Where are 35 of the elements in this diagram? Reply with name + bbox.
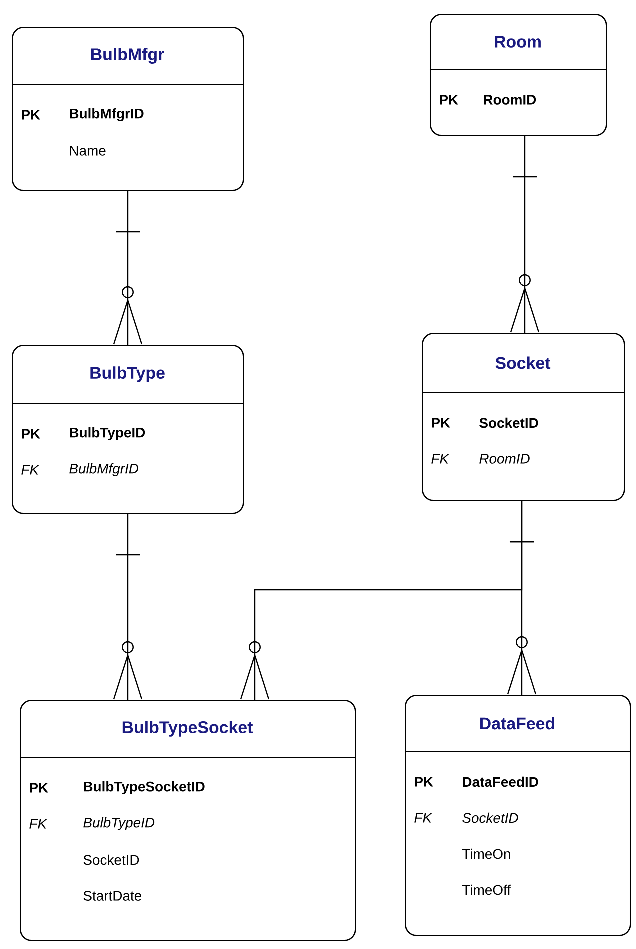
attribute-name: StartDate xyxy=(84,891,142,901)
attribute-name: SocketID xyxy=(480,418,538,428)
entity-title: BulbType xyxy=(90,366,165,382)
attribute-name: BulbTypeID xyxy=(70,428,146,440)
attribute-name: Name xyxy=(70,146,106,156)
attribute-name: RoomID xyxy=(480,454,530,464)
key-label: FK xyxy=(414,813,433,823)
attribute-name: SocketID xyxy=(462,812,518,824)
relationship-line xyxy=(113,514,143,700)
key-label: PK xyxy=(415,777,434,787)
attribute-name: DataFeedID xyxy=(463,776,538,788)
attribute-name: BulbMfgrID xyxy=(70,108,144,122)
attribute-name: TimeOn xyxy=(462,848,510,860)
entity-title: BulbTypeSocket xyxy=(122,721,254,737)
attribute-name: TimeOff xyxy=(462,884,512,896)
relationship-line xyxy=(510,136,540,333)
relationship-line xyxy=(113,191,143,345)
attribute-name: SocketID xyxy=(84,854,140,866)
entity-title: Room xyxy=(495,36,541,48)
key-label: PK xyxy=(432,418,450,428)
key-label: FK xyxy=(432,454,450,464)
key-label: FK xyxy=(22,465,40,475)
key-label: FK xyxy=(30,819,48,829)
entity-title: BulbMfgr xyxy=(91,48,164,64)
key-label: PK xyxy=(22,110,40,120)
entity-title: Socket xyxy=(496,356,551,370)
attribute-name: RoomID xyxy=(484,95,536,105)
key-label: PK xyxy=(22,429,40,439)
relationship-line xyxy=(507,501,537,695)
entity-title: DataFeed xyxy=(480,717,554,730)
key-label: PK xyxy=(30,783,48,793)
attribute-name: BulbTypeID xyxy=(84,818,155,830)
attribute-name: BulbMfgrID xyxy=(70,464,138,476)
attribute-name: BulbTypeSocketID xyxy=(84,782,205,794)
key-label: PK xyxy=(440,95,458,105)
